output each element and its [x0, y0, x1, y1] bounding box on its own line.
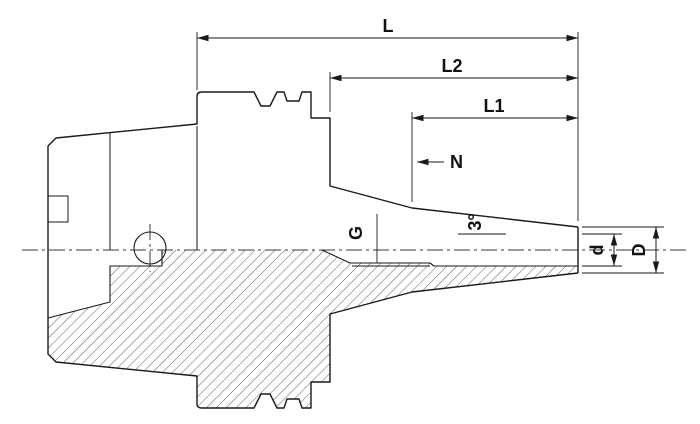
extension-lines [196, 32, 664, 274]
bore-edges [321, 249, 578, 267]
outline-top-half [47, 91, 579, 250]
dim-label-nose: N [450, 152, 463, 172]
dim-label-taper-angle: 3° [465, 213, 485, 230]
dim-label-total-length: L [383, 16, 394, 36]
dimension-layer: L L2 L1 N G 3° d D [196, 16, 664, 274]
detail-edges [48, 126, 430, 267]
dim-label-l1: L1 [483, 96, 504, 116]
dim-label-bore-diameter: d [587, 245, 607, 256]
part-geometry [47, 91, 579, 409]
dim-label-outer-diameter: D [629, 244, 649, 257]
dim-label-l2: L2 [441, 56, 462, 76]
grip-hole-circle [133, 231, 167, 265]
shank-cavity-edges [47, 250, 163, 319]
hatch-layer [48, 250, 578, 408]
section-hatch-fill [48, 250, 578, 408]
dim-label-thread: G [346, 226, 366, 240]
outline-bottom-section [47, 250, 579, 409]
